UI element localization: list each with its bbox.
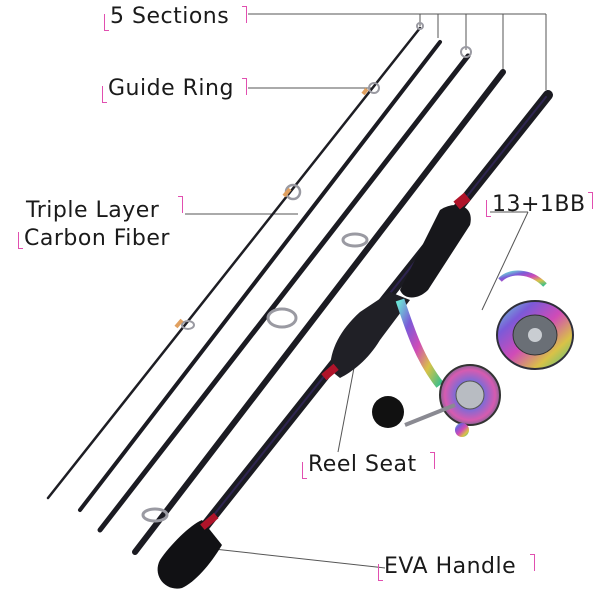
bearings-leader-d xyxy=(481,211,529,311)
fore-grip xyxy=(400,205,471,298)
carbon-fiber-line2: Carbon Fiber xyxy=(24,226,170,251)
reel-body-cap xyxy=(455,380,485,410)
guide-ring-5 xyxy=(181,320,195,330)
sections-bracket-r xyxy=(242,6,247,23)
bearings-label: 13+1BB xyxy=(492,192,586,217)
reel-foot xyxy=(395,298,444,388)
leader-lines xyxy=(185,13,547,569)
crank-knob xyxy=(372,396,404,428)
fore-grip-ring xyxy=(453,192,471,210)
bearings-bracket-l xyxy=(486,200,491,217)
spinning-reel xyxy=(372,270,574,437)
sections-bracket-l xyxy=(104,14,109,31)
guide-rings xyxy=(141,22,472,523)
wrap-1 xyxy=(174,318,184,329)
guide-ring-6 xyxy=(141,507,169,523)
guide-ring-small xyxy=(368,82,380,94)
reel-seat-ring xyxy=(321,363,339,381)
rod-section-tip xyxy=(46,26,422,500)
reel-seat xyxy=(330,292,410,378)
bail-arm xyxy=(498,270,547,287)
crank-arm xyxy=(404,403,456,427)
carbon-bracket-l xyxy=(18,232,23,249)
reel-anti-reverse xyxy=(455,423,469,437)
reel-seat-bracket-r xyxy=(430,452,435,469)
tip-top-ring xyxy=(416,22,424,30)
rod-section-3 xyxy=(97,53,471,533)
wrap-2 xyxy=(282,187,292,198)
eva-handle-bracket-l xyxy=(378,564,383,581)
sections-label: 5 Sections xyxy=(110,4,230,29)
eva-butt-grip xyxy=(157,520,222,589)
guide-ring-bracket-l xyxy=(102,86,107,103)
rod-section-2 xyxy=(78,40,442,512)
guide-ring-label: Guide Ring xyxy=(108,76,234,101)
guide-ring-4 xyxy=(266,307,298,329)
bearings-bracket-r xyxy=(588,192,593,209)
drag-knob xyxy=(528,328,542,342)
rod-handle xyxy=(157,192,471,589)
eva-handle-label: EVA Handle xyxy=(384,554,517,579)
carbon-bracket-r xyxy=(178,196,183,213)
guide-ring-3 xyxy=(341,232,369,248)
rod-sections xyxy=(46,26,553,565)
rod-section-4 xyxy=(132,69,506,555)
eva-handle-bracket-r xyxy=(530,554,535,571)
eva-handle-leader xyxy=(204,547,386,569)
wrap-3 xyxy=(361,87,369,96)
guide-ring-bracket-r xyxy=(242,78,247,95)
carbon-fiber-line1: Triple Layer xyxy=(26,198,160,223)
guide-ring-2 xyxy=(460,46,472,58)
thread-wraps xyxy=(174,87,369,329)
reel-seat-label: Reel Seat xyxy=(308,452,417,477)
reel-seat-bracket-l xyxy=(302,462,307,479)
butt-grip-ring xyxy=(200,512,219,530)
